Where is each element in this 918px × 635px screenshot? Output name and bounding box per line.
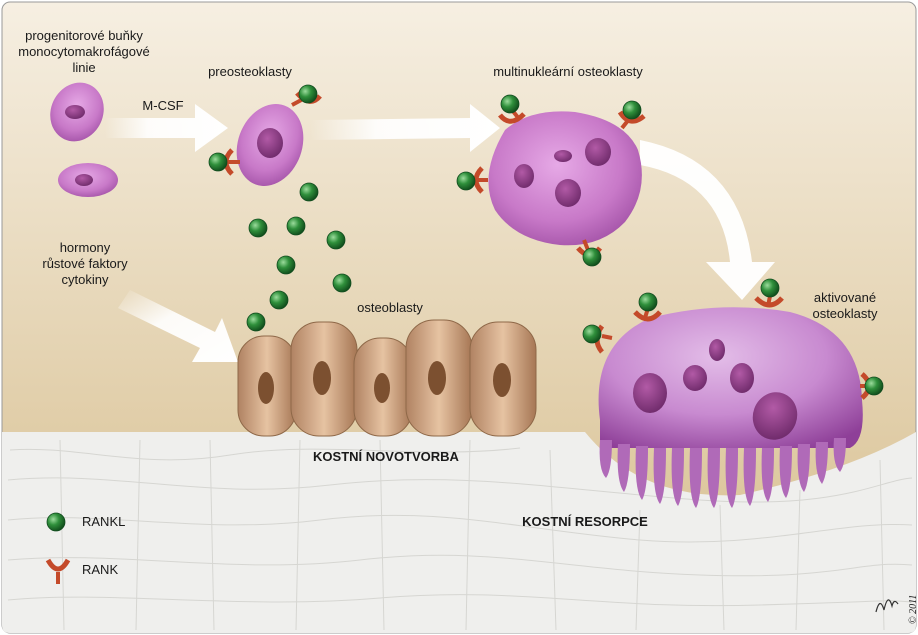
activated-osteoclast <box>582 278 884 508</box>
label-hormones: hormony růstové faktory cytokiny <box>42 240 128 287</box>
legend-rank-label: RANK <box>82 562 119 577</box>
legend-rankl-icon <box>46 512 66 532</box>
preosteoclast <box>208 84 322 186</box>
label-bone-formation: KOSTNÍ NOVOTVORBA <box>313 449 459 464</box>
bone-texture <box>7 439 913 631</box>
legend-rankl-label: RANKL <box>82 514 126 529</box>
arrow-to-multinuclear <box>310 104 500 152</box>
label-osteoblasts: osteoblasty <box>357 300 423 315</box>
label-bone-resorption: KOSTNÍ RESORPCE <box>522 514 648 529</box>
arrow-to-activated <box>640 140 775 300</box>
label-preosteoclasts: preosteoklasty <box>208 64 292 79</box>
arrow-from-hormones <box>118 290 238 362</box>
label-progenitor: progenitorové buňky monocytomakrofágové … <box>18 28 150 75</box>
signature: © 2011 <box>868 536 918 626</box>
label-activated: aktivované osteoklasty <box>812 290 878 321</box>
progenitor-cells <box>50 82 118 197</box>
legend-rank-icon <box>45 558 71 584</box>
osteoblasts <box>237 319 537 437</box>
copyright-text: © 2011 <box>908 594 918 624</box>
label-multinuclear: multinukleární osteoklasty <box>493 64 643 79</box>
arrow-mcsf <box>105 104 228 152</box>
signature-icon <box>875 599 899 613</box>
multinuclear-osteoclast <box>456 94 646 267</box>
bone-surface <box>2 432 916 633</box>
label-mcsf: M-CSF <box>142 98 184 113</box>
